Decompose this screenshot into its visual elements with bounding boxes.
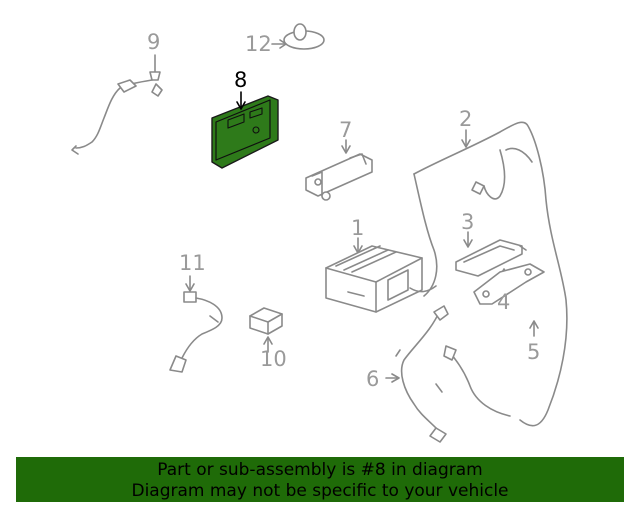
part-1-control-module (325, 237, 437, 313)
callout-6: 6 (366, 367, 380, 391)
callout-8: 8 (234, 68, 248, 92)
part-9-sensor-harness (71, 54, 163, 155)
callout-11: 11 (179, 251, 206, 275)
callout-7: 7 (339, 118, 353, 142)
callout-4: 4 (497, 290, 511, 314)
parts-diagram (71, 23, 568, 443)
part-12-clip (271, 23, 325, 50)
callout-5: 5 (527, 340, 541, 364)
banner-line-2: Diagram may not be specific to your vehi… (131, 481, 509, 501)
callout-3: 3 (461, 210, 475, 234)
banner-line-1: Part or sub-assembly is #8 in diagram (157, 460, 483, 480)
part-10-relay (249, 307, 283, 353)
callout-1: 1 (351, 216, 365, 240)
part-8-module-highlighted (211, 91, 279, 169)
callout-2: 2 (459, 107, 473, 131)
part-2-harness (413, 121, 568, 427)
callout-10: 10 (260, 347, 287, 371)
callout-12: 12 (245, 32, 272, 56)
callout-9: 9 (147, 30, 161, 54)
part-5-leader (529, 320, 539, 337)
part-7-bracket (305, 139, 373, 201)
part-4-bracket (473, 263, 545, 305)
part-6-harness (385, 305, 511, 443)
part-3-sensor (455, 231, 527, 277)
info-banner: Part or sub-assembly is #8 in diagram Di… (16, 457, 624, 502)
part-11-sensor-harness (169, 275, 223, 373)
